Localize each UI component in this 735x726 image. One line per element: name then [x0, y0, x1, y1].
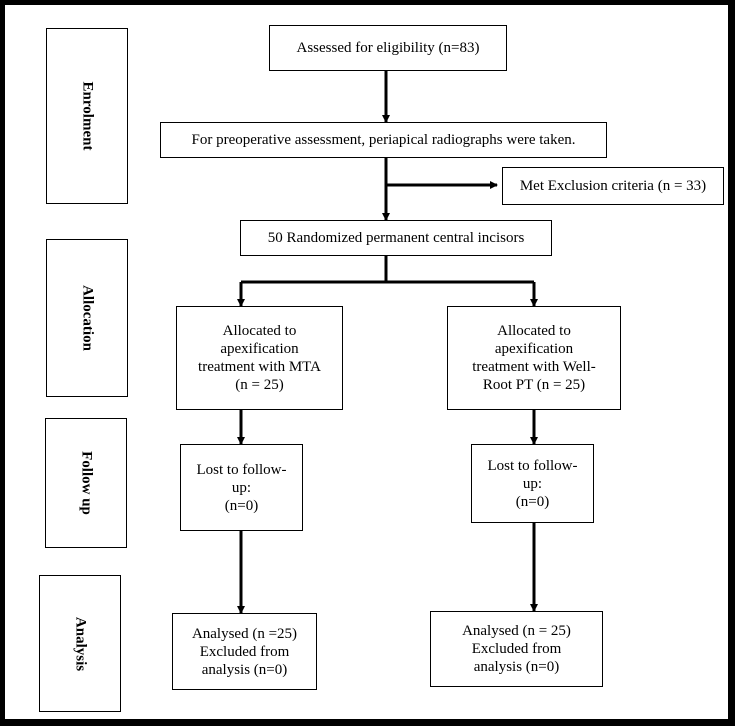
stage-follow-up-label: Follow up: [78, 451, 95, 515]
stage-analysis: Analysis: [39, 575, 121, 712]
stage-analysis-label: Analysis: [72, 616, 89, 671]
box-preoperative: For preoperative assessment, periapical …: [160, 122, 607, 158]
box-excluded-text: Met Exclusion criteria (n = 33): [519, 178, 707, 194]
analysed-wellroot-line-3: analysis (n=0): [473, 659, 560, 675]
analysed-mta-line-1: Analysed (n =25): [191, 625, 298, 642]
box-assessed: Assessed for eligibility (n=83): [269, 25, 507, 71]
stage-allocation-label: Allocation: [79, 285, 96, 351]
alloc-wellroot-line-4: Root PT (n = 25): [482, 377, 586, 393]
box-analysed-wellroot: Analysed (n = 25) Excluded from analysis…: [430, 611, 603, 687]
box-preoperative-text: For preoperative assessment, periapical …: [191, 132, 576, 148]
box-randomized-text: 50 Randomized permanent central incisors: [267, 230, 525, 246]
flow-diagram-canvas: Enrolment Allocation Follow up Analysis …: [5, 5, 728, 719]
analysed-wellroot-line-1: Analysed (n = 25): [462, 623, 571, 639]
lost-wellroot-line-3: (n=0): [515, 493, 550, 510]
box-allocated-wellroot: Allocated to apexification treatment wit…: [447, 306, 621, 410]
lost-mta-line-2: up:: [231, 479, 252, 496]
analysed-wellroot-line-2: Excluded from: [471, 641, 562, 657]
alloc-wellroot-line-1: Allocated to: [497, 323, 571, 339]
stage-follow-up: Follow up: [45, 418, 127, 548]
box-assessed-text: Assessed for eligibility (n=83): [296, 40, 480, 56]
box-lost-wellroot: Lost to follow- up: (n=0): [471, 444, 594, 523]
box-lost-mta: Lost to follow- up: (n=0): [180, 444, 303, 531]
alloc-mta-line-4: (n = 25): [235, 377, 284, 393]
lost-mta-line-3: (n=0): [224, 497, 259, 514]
stage-allocation: Allocation: [46, 239, 128, 397]
alloc-wellroot-line-2: apexification: [494, 341, 574, 357]
box-excluded: Met Exclusion criteria (n = 33): [502, 167, 724, 205]
alloc-mta-line-1: Allocated to: [222, 323, 297, 339]
lost-mta-line-1: Lost to follow-: [196, 461, 287, 478]
box-analysed-mta: Analysed (n =25) Excluded from analysis …: [172, 613, 317, 690]
analysed-mta-line-2: Excluded from: [199, 643, 290, 660]
alloc-wellroot-line-3: treatment with Well-: [472, 359, 596, 375]
stage-enrolment-label: Enrolment: [79, 81, 96, 151]
alloc-mta-line-2: apexification: [220, 341, 299, 357]
lost-wellroot-line-2: up:: [522, 475, 543, 492]
analysed-mta-line-3: analysis (n=0): [201, 661, 288, 678]
alloc-mta-line-3: treatment with MTA: [198, 359, 321, 375]
lost-wellroot-line-1: Lost to follow-: [487, 457, 578, 474]
box-allocated-mta: Allocated to apexification treatment wit…: [176, 306, 343, 410]
stage-enrolment: Enrolment: [46, 28, 128, 204]
box-randomized: 50 Randomized permanent central incisors: [240, 220, 552, 256]
connector-arrows: [237, 71, 538, 614]
